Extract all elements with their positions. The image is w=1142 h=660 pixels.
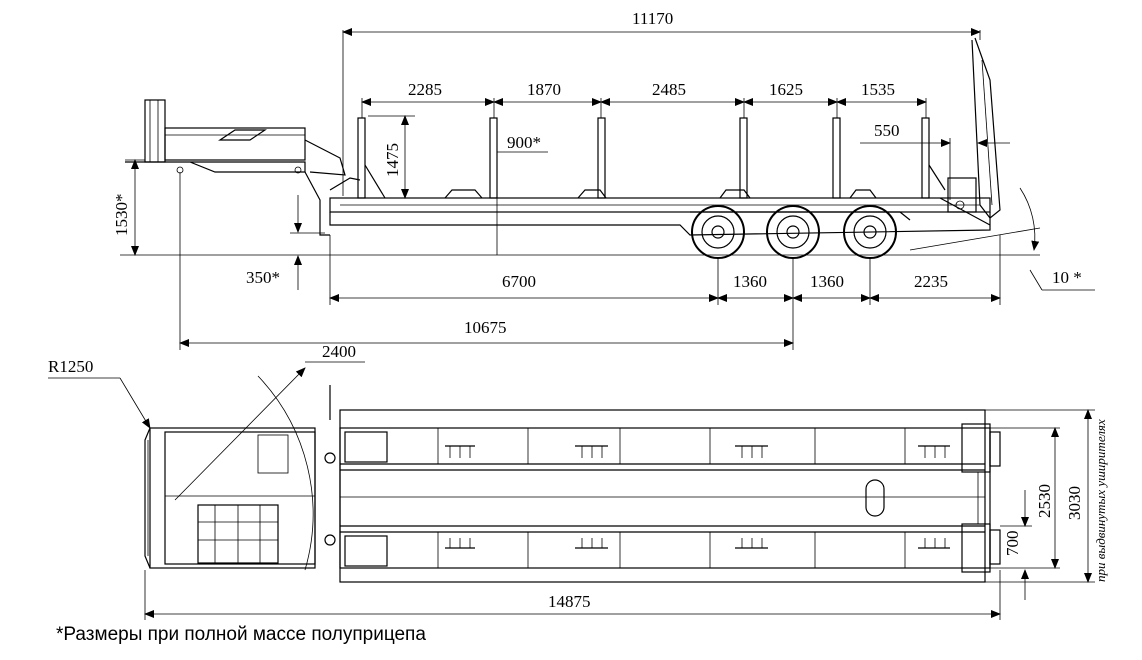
stake-pocket — [575, 538, 608, 549]
top-rear — [961, 423, 1001, 573]
dim-gooseneck-height: 1530* — [112, 194, 131, 237]
stake — [739, 117, 748, 199]
dim-stake-1: 2285 — [408, 80, 442, 99]
stake-pocket — [735, 445, 768, 458]
stake-pocket — [445, 538, 475, 549]
stake-pocket — [918, 445, 950, 458]
side-view — [120, 28, 1095, 350]
wheel — [766, 205, 820, 259]
stake — [832, 117, 841, 199]
dim-coupling-height: 350* — [246, 268, 280, 287]
dim-axle-spacing-2: 1360 — [810, 272, 844, 291]
dim-departure-angle: 10 * — [1052, 268, 1082, 287]
stake-pocket — [735, 538, 768, 549]
departure-angle-line — [909, 227, 1041, 251]
top-gooseneck — [144, 385, 336, 569]
dim-axle-spacing-1: 1360 — [733, 272, 767, 291]
cross-members — [437, 428, 950, 568]
stake-pocket — [575, 445, 608, 458]
dim-extended-width: 3030 — [1065, 486, 1084, 520]
stake — [357, 117, 366, 199]
dim-stake-3: 2485 — [652, 80, 686, 99]
dim-overall-length: 11170 — [632, 9, 673, 28]
top-view — [48, 361, 1095, 620]
dim-rear-overhang: 2235 — [914, 272, 948, 291]
dim-front-radius: R1250 — [48, 357, 93, 376]
dim-total-length: 14875 — [548, 592, 591, 611]
footnote: *Размеры при полной массе полуприцепа — [56, 624, 426, 645]
stake-pocket — [445, 445, 475, 458]
dim-kingpin-to-axle: 6700 — [502, 272, 536, 291]
gooseneck — [125, 99, 361, 236]
dim-track-width: 2530 — [1035, 484, 1054, 518]
dim-stake-4: 1625 — [769, 80, 803, 99]
stake — [489, 117, 498, 199]
dim-ramp-width: 700 — [1003, 531, 1022, 557]
stake-pocket — [918, 538, 950, 549]
dim-swing-radius: 2400 — [322, 342, 356, 361]
dim-stake-height: 1475 — [383, 143, 402, 177]
dim-deck-height: 900* — [507, 133, 541, 152]
dim-rear-offset: 550 — [874, 121, 900, 140]
stake — [597, 117, 606, 199]
stake — [921, 117, 930, 199]
main-frame — [329, 189, 991, 236]
dim-stake-5: 1535 — [861, 80, 895, 99]
extended-width-note: при выдвинутых уширителях — [1093, 419, 1108, 582]
dim-kingpin-to-end: 10675 — [464, 318, 507, 337]
wheel — [691, 205, 745, 259]
rear-ramp — [939, 37, 1001, 226]
stakes — [357, 117, 946, 199]
dim-stake-2: 1870 — [527, 80, 561, 99]
top-deck — [339, 409, 991, 583]
